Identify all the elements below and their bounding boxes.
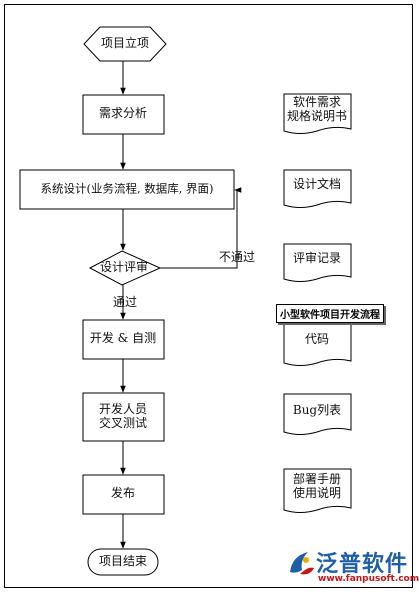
doc-design-label: 设计文档 [292,177,342,192]
doc-requirements-spec [283,93,352,134]
fail-edge-label: 不通过 [219,250,256,264]
requirements-box [82,94,165,135]
design-box [19,169,235,210]
end-shape [87,548,159,576]
brand-url: www.fanpusoft.com [318,574,419,584]
cross-test-line2: 交叉测试 [98,416,148,430]
diagram-frame [4,4,413,588]
brand-logo: 泛普软件 www.fanpusoft.com [286,546,419,586]
doc-manual [283,468,352,513]
doc-code-label: 代码 [304,332,330,347]
doc-code [283,317,352,366]
pass-edge-label: 通过 [113,295,138,309]
release-label: 发布 [110,486,136,501]
design-label: 系统设计(业务流程, 数据库, 界面) [40,181,214,196]
requirements-label: 需求分析 [98,106,148,121]
develop-label: 开发 & 自测 [89,331,157,346]
brand-logo-icon [290,552,314,575]
doc-requirements-label: 软件需求 规格说明书 [286,95,348,124]
doc-requirements-line2: 规格说明书 [286,109,348,123]
doc-review-record [283,243,352,282]
arrow-review-fail-loop [160,187,242,269]
cross-test-line1: 开发人员 [98,402,148,417]
cross-test-label: 开发人员 交叉测试 [98,402,148,431]
develop-box [82,319,165,360]
brand-name: 泛普软件 [316,552,409,577]
start-shape [83,26,167,62]
release-box [82,474,165,515]
doc-bug-list [283,393,352,435]
review-label: 设计评审 [99,260,149,275]
doc-review-label: 评审记录 [292,251,342,266]
doc-bug-label: Bug列表 [292,403,342,418]
cross-test-box [82,392,165,442]
doc-manual-line1: 部署手册 [292,472,342,487]
doc-requirements-line1: 软件需求 [292,95,342,110]
doc-design [283,169,352,208]
doc-manual-line2: 使用说明 [292,486,342,500]
start-label: 项目立项 [100,36,150,51]
end-label: 项目结束 [98,554,148,569]
doc-manual-label: 部署手册 使用说明 [292,472,342,501]
title-tooltip: 小型软件项目开发流程 [276,304,384,323]
